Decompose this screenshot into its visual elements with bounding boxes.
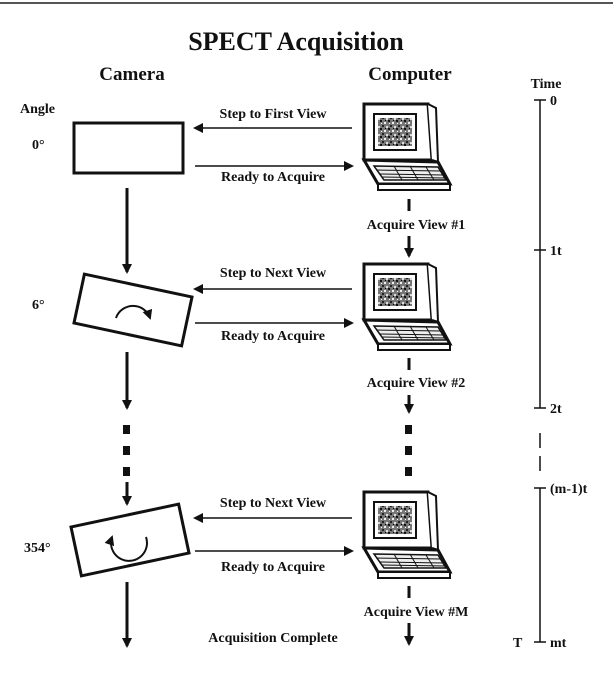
time-tick-0: 0 bbox=[550, 94, 557, 109]
computer-icon-2 bbox=[362, 262, 452, 352]
computer-icon-1 bbox=[362, 102, 452, 192]
acquire-view-2-label: Acquire View #2 bbox=[367, 376, 466, 391]
acquire-view-m-label: Acquire View #M bbox=[364, 605, 469, 620]
step-first-label: Step to First View bbox=[220, 107, 328, 122]
angle-6-label: 6° bbox=[32, 298, 45, 313]
ready-label-1: Ready to Acquire bbox=[221, 170, 325, 185]
time-tick-1t: 1t bbox=[550, 244, 562, 259]
camera-ellipsis-dots bbox=[123, 425, 130, 476]
step-next-label-2: Step to Next View bbox=[220, 496, 327, 511]
camera-column-heading: Camera bbox=[99, 64, 165, 85]
step-next-label-1: Step to Next View bbox=[220, 266, 327, 281]
ready-label-2: Ready to Acquire bbox=[221, 329, 325, 344]
computer-ellipsis-dots bbox=[405, 425, 412, 476]
time-tick-2t: 2t bbox=[550, 402, 562, 417]
computer-column-heading: Computer bbox=[368, 64, 452, 85]
ready-label-3: Ready to Acquire bbox=[221, 560, 325, 575]
camera-detector-6 bbox=[72, 272, 194, 348]
time-tick-mt: mt bbox=[550, 636, 567, 651]
acquire-view-1-label: Acquire View #1 bbox=[367, 218, 466, 233]
computer-icon-3 bbox=[362, 490, 452, 580]
time-end-label: T bbox=[513, 636, 523, 651]
counterclockwise-rotation-arrow-icon bbox=[104, 535, 148, 562]
diagram-title: SPECT Acquisition bbox=[188, 27, 404, 56]
clockwise-rotation-arrow-icon bbox=[115, 304, 153, 320]
camera-detector-354 bbox=[69, 502, 191, 578]
time-tick-m-1t: (m-1)t bbox=[550, 482, 588, 497]
angle-0-label: 0° bbox=[32, 138, 45, 153]
time-heading: Time bbox=[531, 77, 562, 92]
angle-heading: Angle bbox=[20, 102, 55, 117]
acquisition-complete-label: Acquisition Complete bbox=[208, 631, 338, 646]
angle-354-label: 354° bbox=[24, 541, 51, 556]
camera-detector-0 bbox=[72, 121, 185, 175]
timeline bbox=[534, 99, 546, 643]
